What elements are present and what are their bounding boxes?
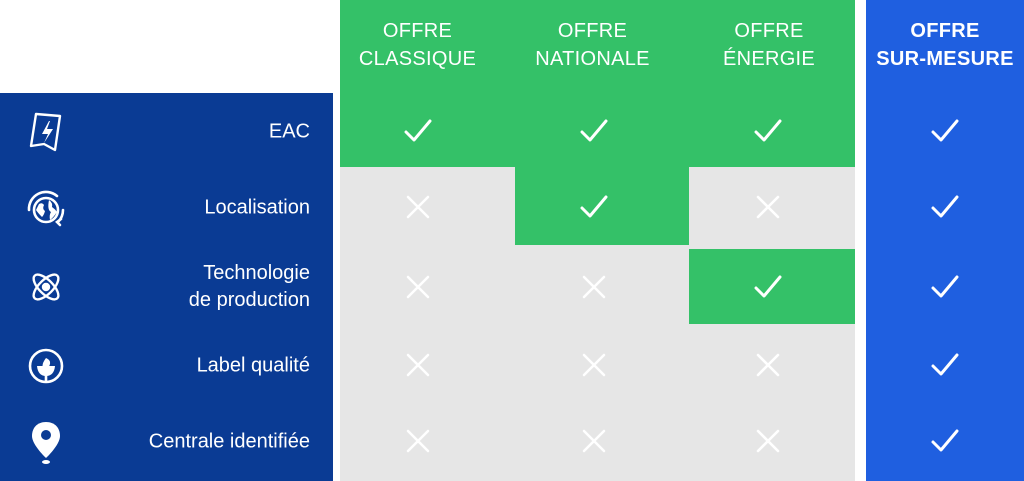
feature-label-label-qualite: Label qualité — [196, 354, 310, 377]
offer-header-nationale: OFFRE NATIONALE — [535, 20, 650, 70]
standard-offers-header — [340, 0, 855, 93]
cross-icon-label-qualite-nationale — [576, 347, 612, 383]
check-icon-eac-nationale — [576, 113, 612, 149]
cross-icon-technologie-nationale — [576, 269, 612, 305]
atom-icon — [22, 263, 70, 311]
check-icon-eac-energie — [750, 113, 786, 149]
custom-offer-column — [866, 0, 1024, 481]
plug-leaf-badge-icon — [22, 342, 70, 390]
offer-header-classique: OFFRE CLASSIQUE — [358, 20, 477, 70]
cross-icon-label-qualite-classique — [400, 347, 436, 383]
check-icon-technologie-energie — [750, 269, 786, 305]
highlight-localisation — [515, 167, 689, 245]
feature-row-centrale: Centrale identifiée — [0, 403, 333, 481]
cross-icon-technologie-classique — [400, 269, 436, 305]
cross-icon-label-qualite-energie — [750, 347, 786, 383]
map-pin-icon — [22, 418, 70, 466]
offer-header-sur-mesure: OFFRE SUR-MESURE — [876, 20, 1014, 70]
check-icon-localisation-sur-mesure — [927, 189, 963, 225]
feature-label-localisation: Localisation — [204, 196, 310, 219]
lightning-document-icon — [22, 108, 70, 156]
feature-label-technologie: Technologie de production — [188, 262, 310, 311]
cross-icon-localisation-classique — [400, 189, 436, 225]
feature-row-eac: EAC — [0, 93, 333, 171]
feature-row-label-qualite: Label qualité — [0, 327, 333, 405]
feature-label-centrale: Centrale identifiée — [148, 430, 310, 453]
check-icon-technologie-sur-mesure — [927, 269, 963, 305]
check-icon-localisation-nationale — [576, 189, 612, 225]
check-icon-centrale-sur-mesure — [927, 423, 963, 459]
globe-rotation-icon — [22, 184, 70, 232]
check-icon-label-qualite-sur-mesure — [927, 347, 963, 383]
cross-icon-centrale-nationale — [576, 423, 612, 459]
cross-icon-centrale-classique — [400, 423, 436, 459]
feature-row-technologie: Technologie de production — [0, 248, 333, 326]
feature-row-localisation: Localisation — [0, 169, 333, 247]
check-icon-eac-classique — [400, 113, 436, 149]
cross-icon-localisation-energie — [750, 189, 786, 225]
cross-icon-centrale-energie — [750, 423, 786, 459]
feature-label-eac: EAC — [268, 120, 310, 143]
check-icon-eac-sur-mesure — [927, 113, 963, 149]
offer-header-energie: OFFRE ÉNERGIE — [722, 20, 816, 70]
